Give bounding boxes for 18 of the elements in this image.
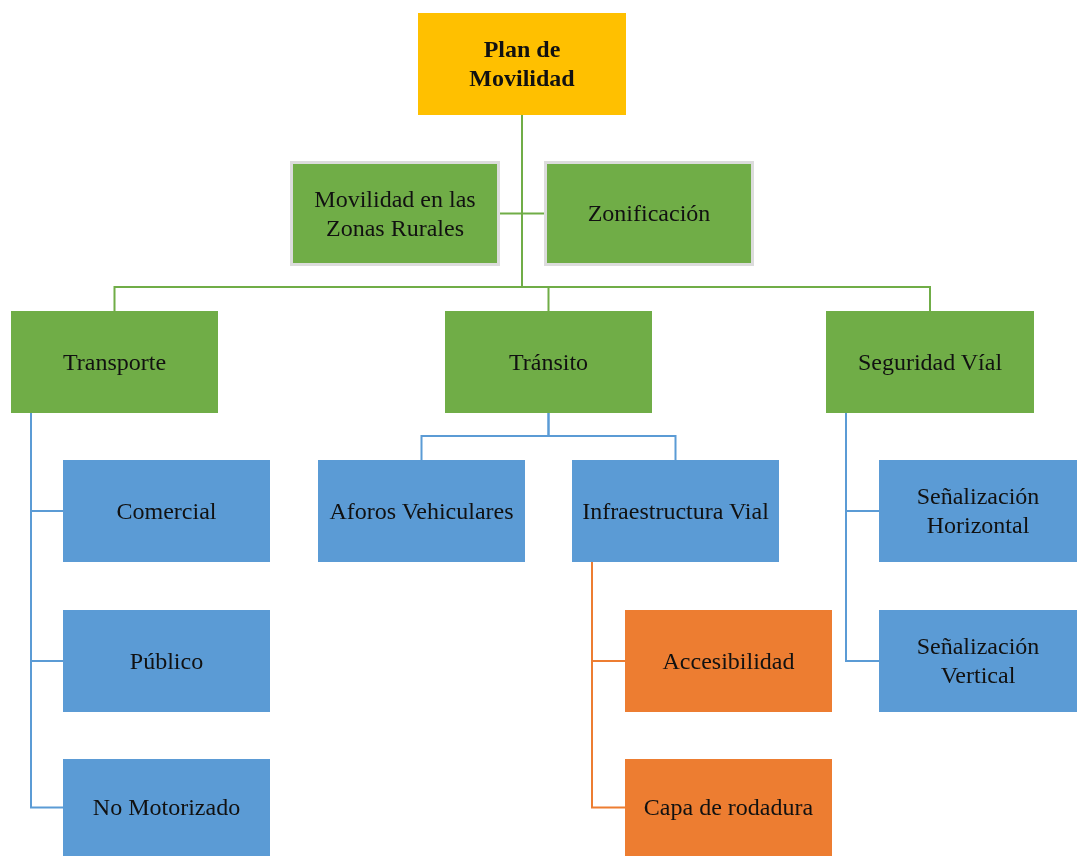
subcategory-box: Aforos Vehiculares bbox=[318, 460, 525, 562]
subcategory-box: Infraestructura Vial bbox=[572, 460, 779, 562]
connector-line bbox=[591, 561, 626, 809]
subcategory-box: Comercial bbox=[63, 460, 270, 562]
topic-box: Movilidad en las Zonas Rurales bbox=[290, 161, 500, 266]
subcategory-box: Señalización Vertical bbox=[879, 610, 1077, 712]
plan-box: Plan de Movilidad bbox=[418, 13, 626, 115]
category-box: Tránsito bbox=[445, 311, 652, 413]
topic-box: Zonificación bbox=[544, 161, 754, 266]
subcategory-box: Señalización Horizontal bbox=[879, 460, 1077, 562]
detail-box: Accesibilidad bbox=[625, 610, 832, 712]
subcategory-box: Público bbox=[63, 610, 270, 712]
detail-box: Capa de rodadura bbox=[625, 759, 832, 856]
subcategory-box: No Motorizado bbox=[63, 759, 270, 856]
connector-line bbox=[547, 412, 677, 461]
category-box: Transporte bbox=[11, 311, 218, 413]
category-box: Seguridad Víal bbox=[826, 311, 1034, 413]
connector-line bbox=[845, 412, 880, 662]
